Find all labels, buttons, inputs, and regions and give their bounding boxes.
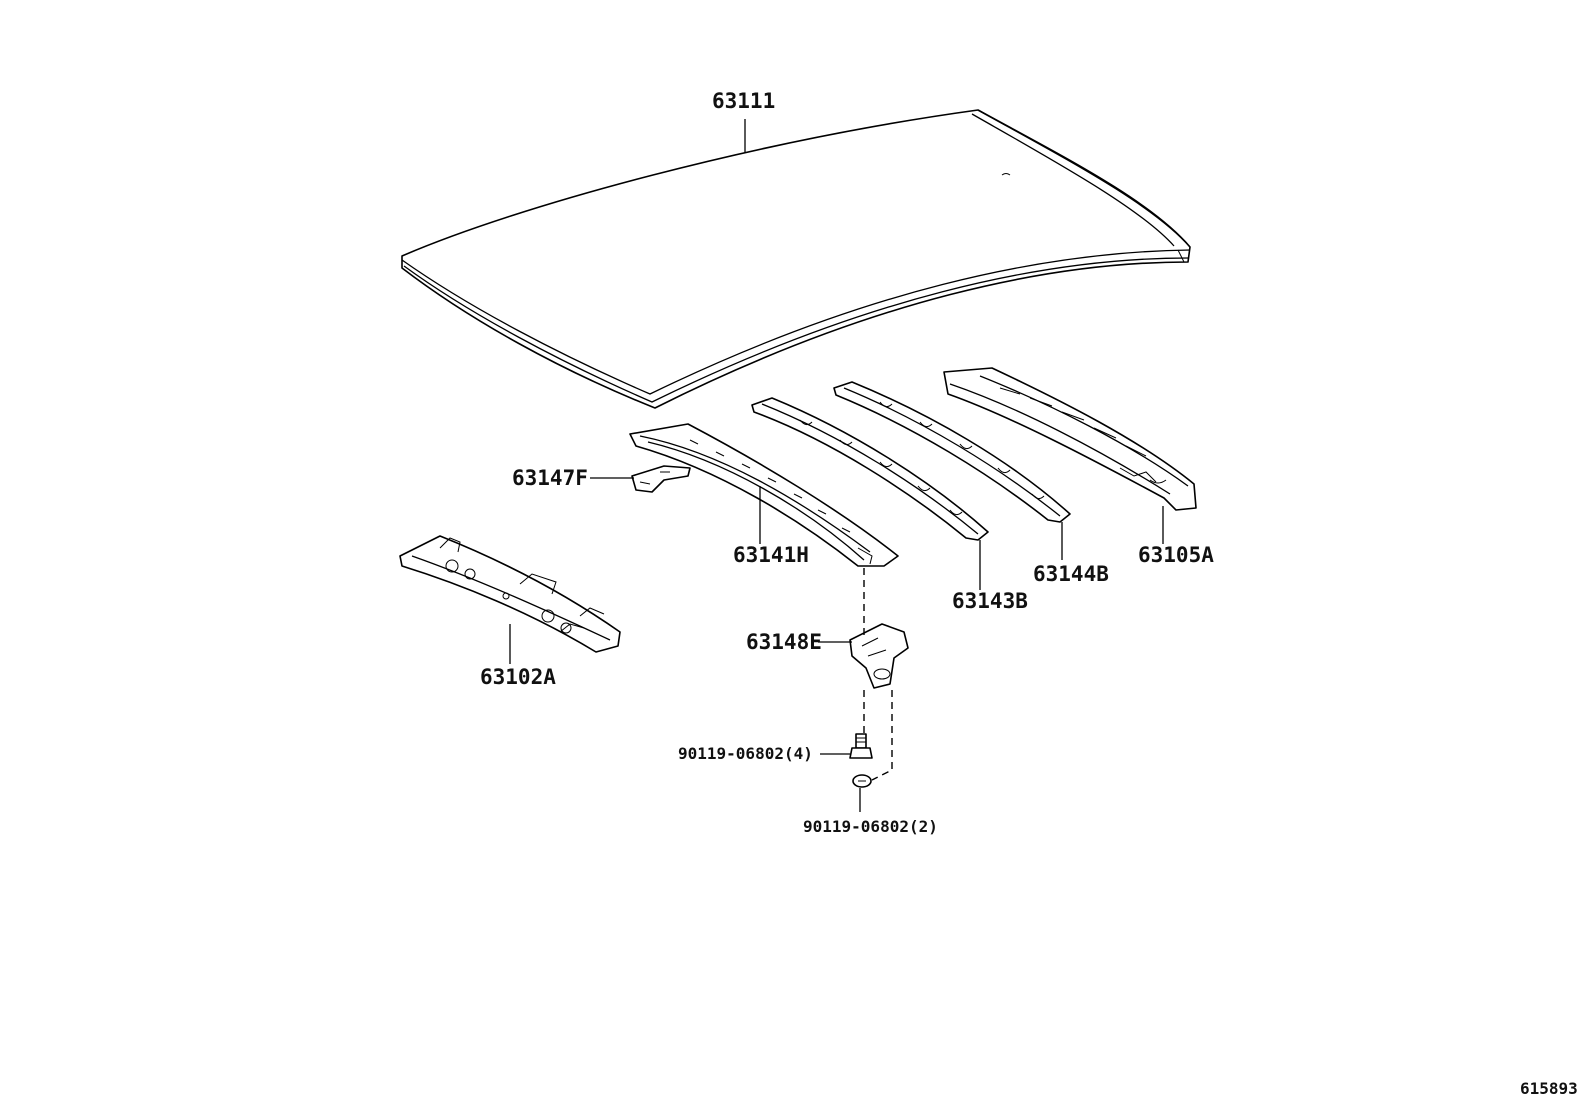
label-63143b: 63143B: [952, 589, 1028, 613]
label-63147f: 63147F: [512, 466, 588, 490]
roof-bow-63143b[interactable]: [751, 397, 989, 541]
roof-bow-63141h[interactable]: [629, 423, 899, 567]
label-63111: 63111: [712, 89, 775, 113]
label-63105a: 63105A: [1138, 543, 1214, 567]
label-bolt-a: 90119-06802(4): [678, 744, 813, 763]
diagram-id: 615893: [1520, 1079, 1578, 1098]
label-63102a: 63102A: [480, 665, 556, 689]
label-bolt-b: 90119-06802(2): [803, 817, 938, 836]
roof-bow-63144b[interactable]: [833, 381, 1071, 523]
rear-header-63105a[interactable]: [943, 367, 1197, 511]
assembly-line-3: [871, 690, 893, 781]
label-63141h: 63141H: [733, 543, 809, 567]
bracket-63148e[interactable]: [849, 623, 909, 689]
label-63144b: 63144B: [1033, 562, 1109, 586]
roof-panel[interactable]: [401, 109, 1191, 409]
label-63148e: 63148E: [746, 630, 822, 654]
front-header-63102a[interactable]: [399, 535, 621, 653]
bolt-a[interactable]: [849, 733, 873, 759]
bracket-63147f[interactable]: [631, 465, 691, 493]
bolt-b[interactable]: [852, 774, 872, 788]
